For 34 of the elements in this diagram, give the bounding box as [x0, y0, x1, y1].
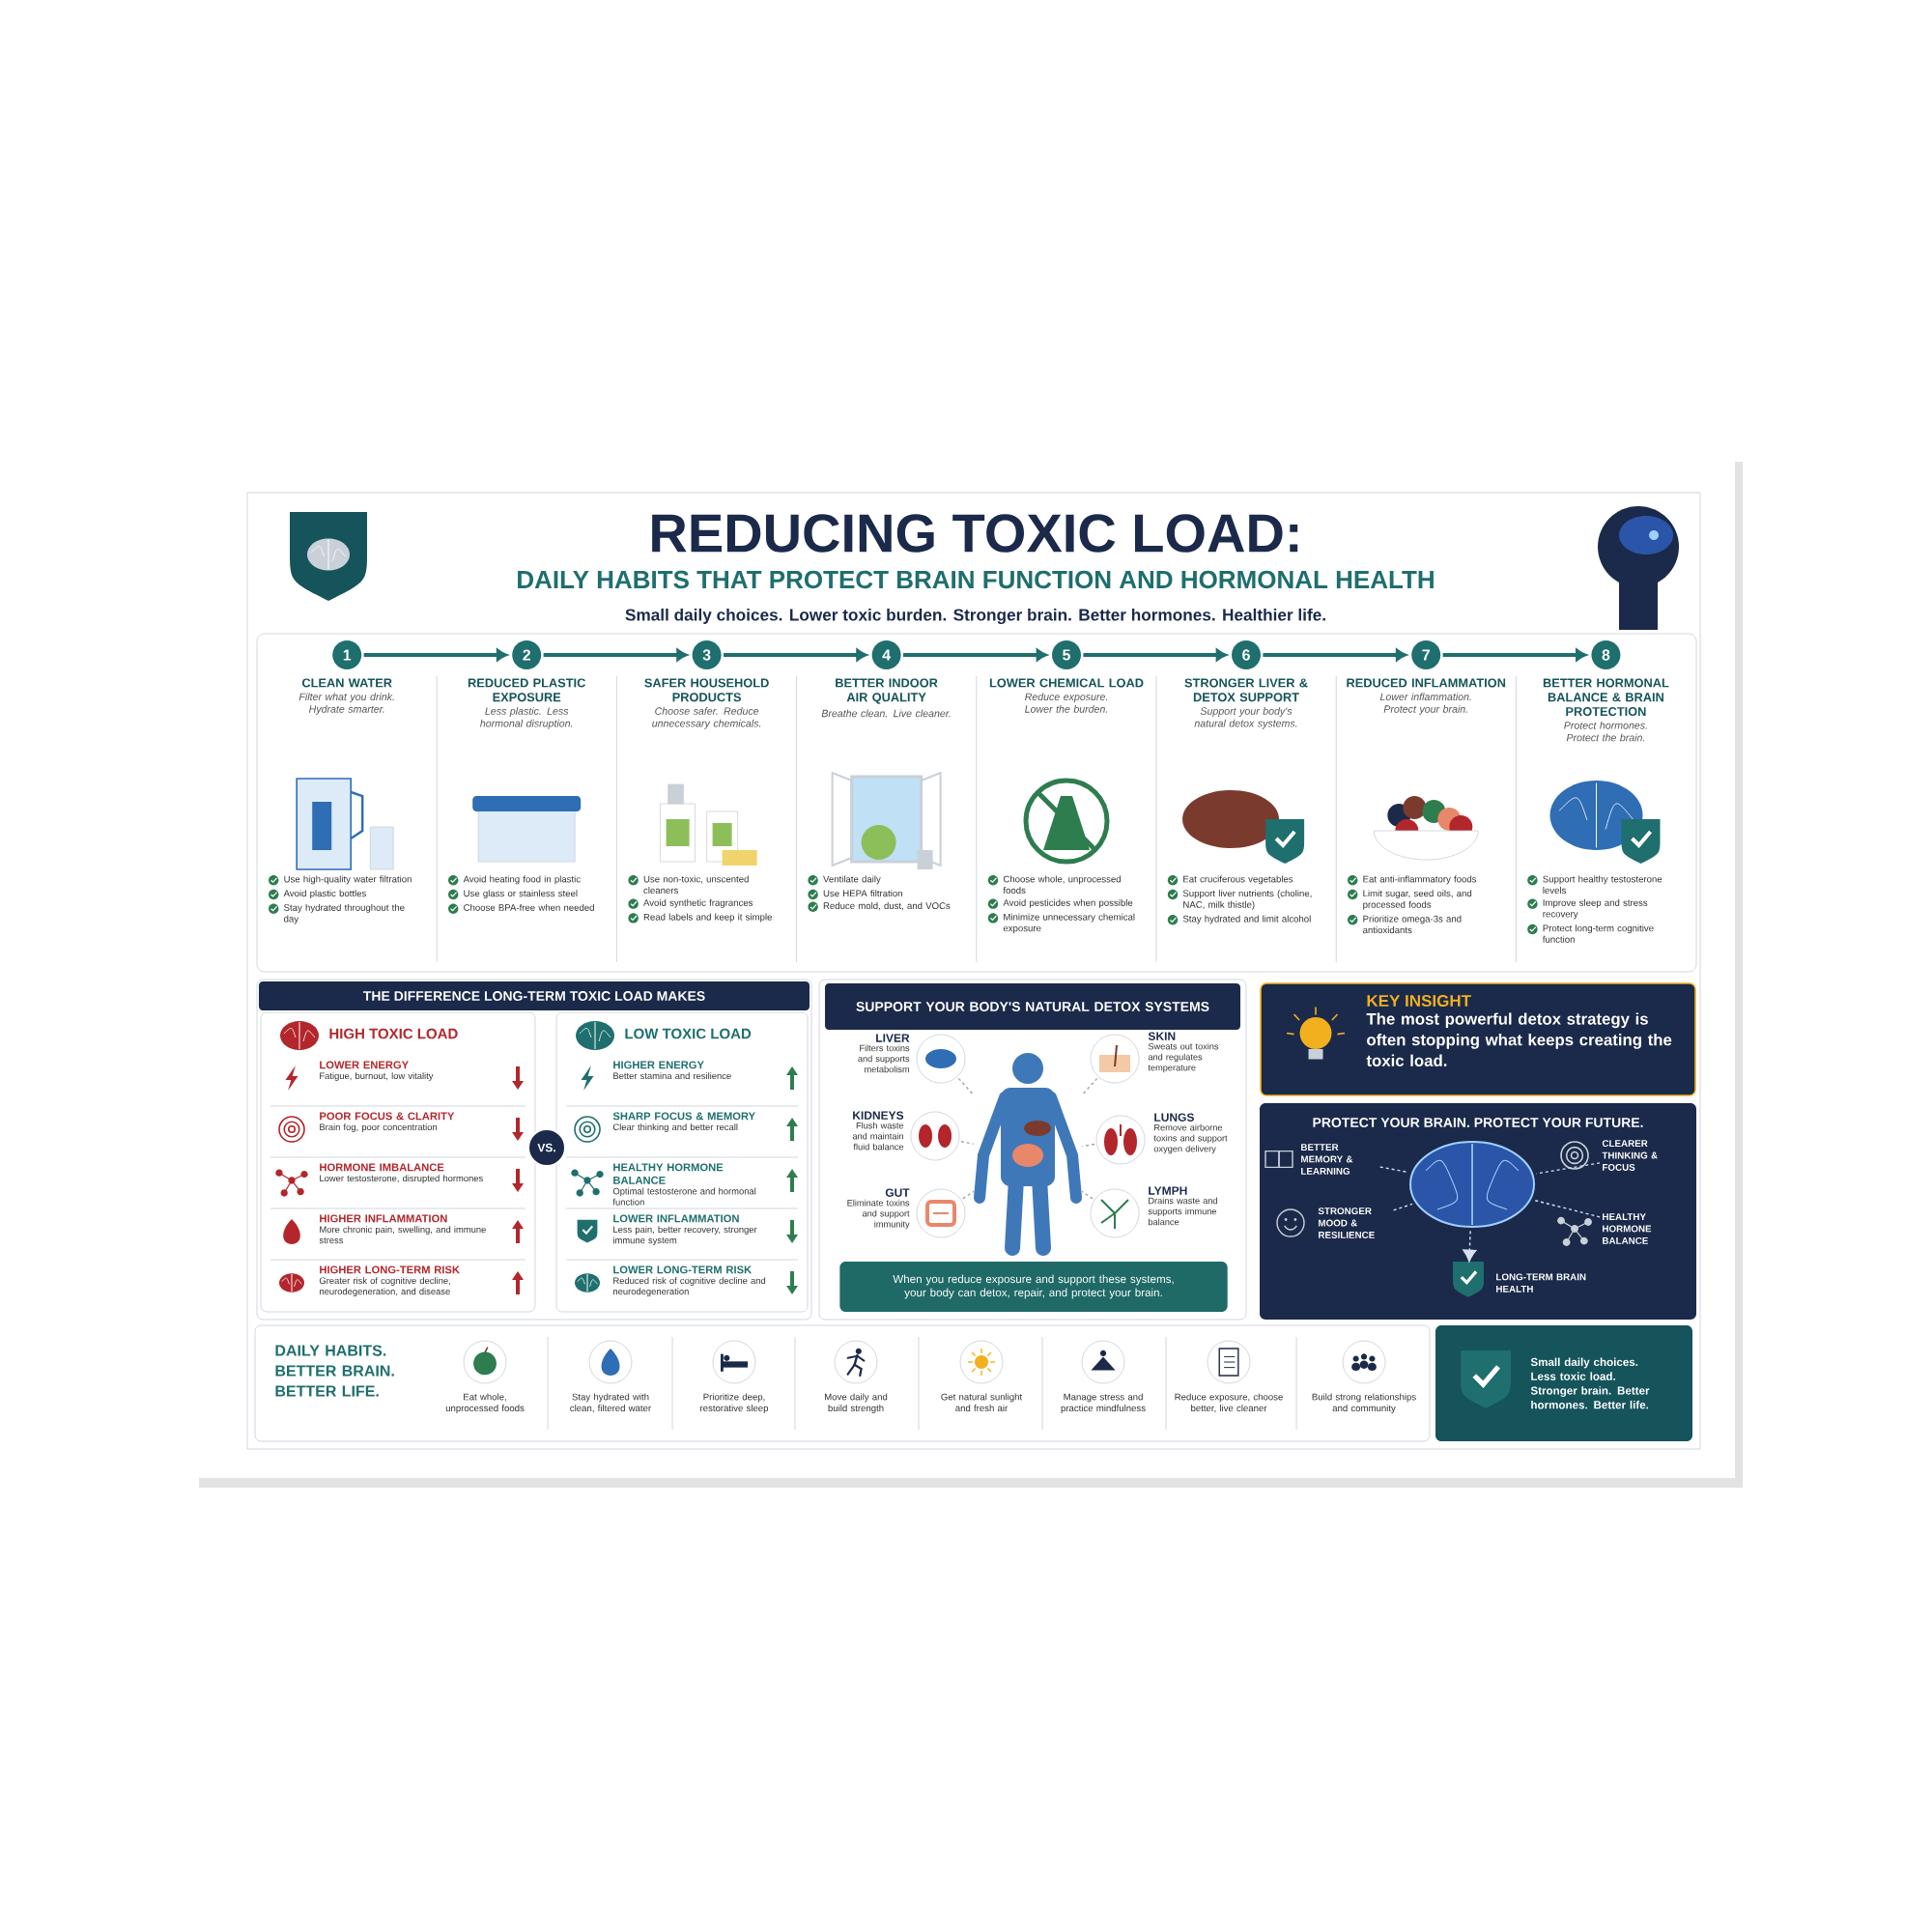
connector-line — [960, 1140, 975, 1145]
arrow — [1083, 648, 1228, 662]
arrow — [543, 648, 688, 662]
step-number: 8 — [1591, 640, 1621, 669]
step-number: 5 — [1052, 640, 1081, 669]
step-number: 4 — [871, 640, 901, 669]
arrow — [1263, 648, 1407, 662]
brain-drawing — [1409, 1141, 1536, 1228]
strip-heading: DAILY HABITS. BETTER BRAIN. BETTER LIFE. — [275, 1345, 394, 1397]
connector-line — [1533, 1199, 1601, 1218]
connector-line — [1081, 1143, 1095, 1148]
arrow — [363, 648, 508, 662]
title: REDUCING TOXIC LOAD: — [652, 514, 1298, 553]
arrow — [1463, 1230, 1477, 1263]
insight-heading: KEY INSIGHT — [1367, 995, 1471, 1007]
connector-line — [1081, 1190, 1094, 1200]
step-number: 2 — [512, 640, 542, 669]
step-number: 6 — [1232, 640, 1261, 669]
connector-line — [1393, 1203, 1413, 1211]
insight-text: The most powerful detox strategy is often stopping what keeps creating the toxic load. — [1366, 1012, 1672, 1066]
arrow — [1442, 648, 1587, 662]
subtitle: DAILY HABITS THAT PROTECT BRAIN FUNCTION AND HORMONAL HEALTH — [518, 570, 1434, 589]
connector-line — [957, 1077, 975, 1096]
body-figure-drawing — [974, 1053, 1082, 1256]
step-number: 1 — [332, 640, 362, 669]
tagline: Small daily choices. Lower toxic burden. Stronger brain. Better hormones. Healthier life. — [625, 608, 1325, 625]
connector-line — [962, 1190, 975, 1200]
connector-line — [1081, 1077, 1098, 1096]
step-number: 7 — [1411, 640, 1441, 669]
arrow — [724, 648, 867, 662]
connector-line — [1535, 1162, 1601, 1175]
connector-line — [1379, 1166, 1409, 1174]
step-number: 3 — [692, 640, 722, 669]
arrow — [903, 648, 1048, 662]
